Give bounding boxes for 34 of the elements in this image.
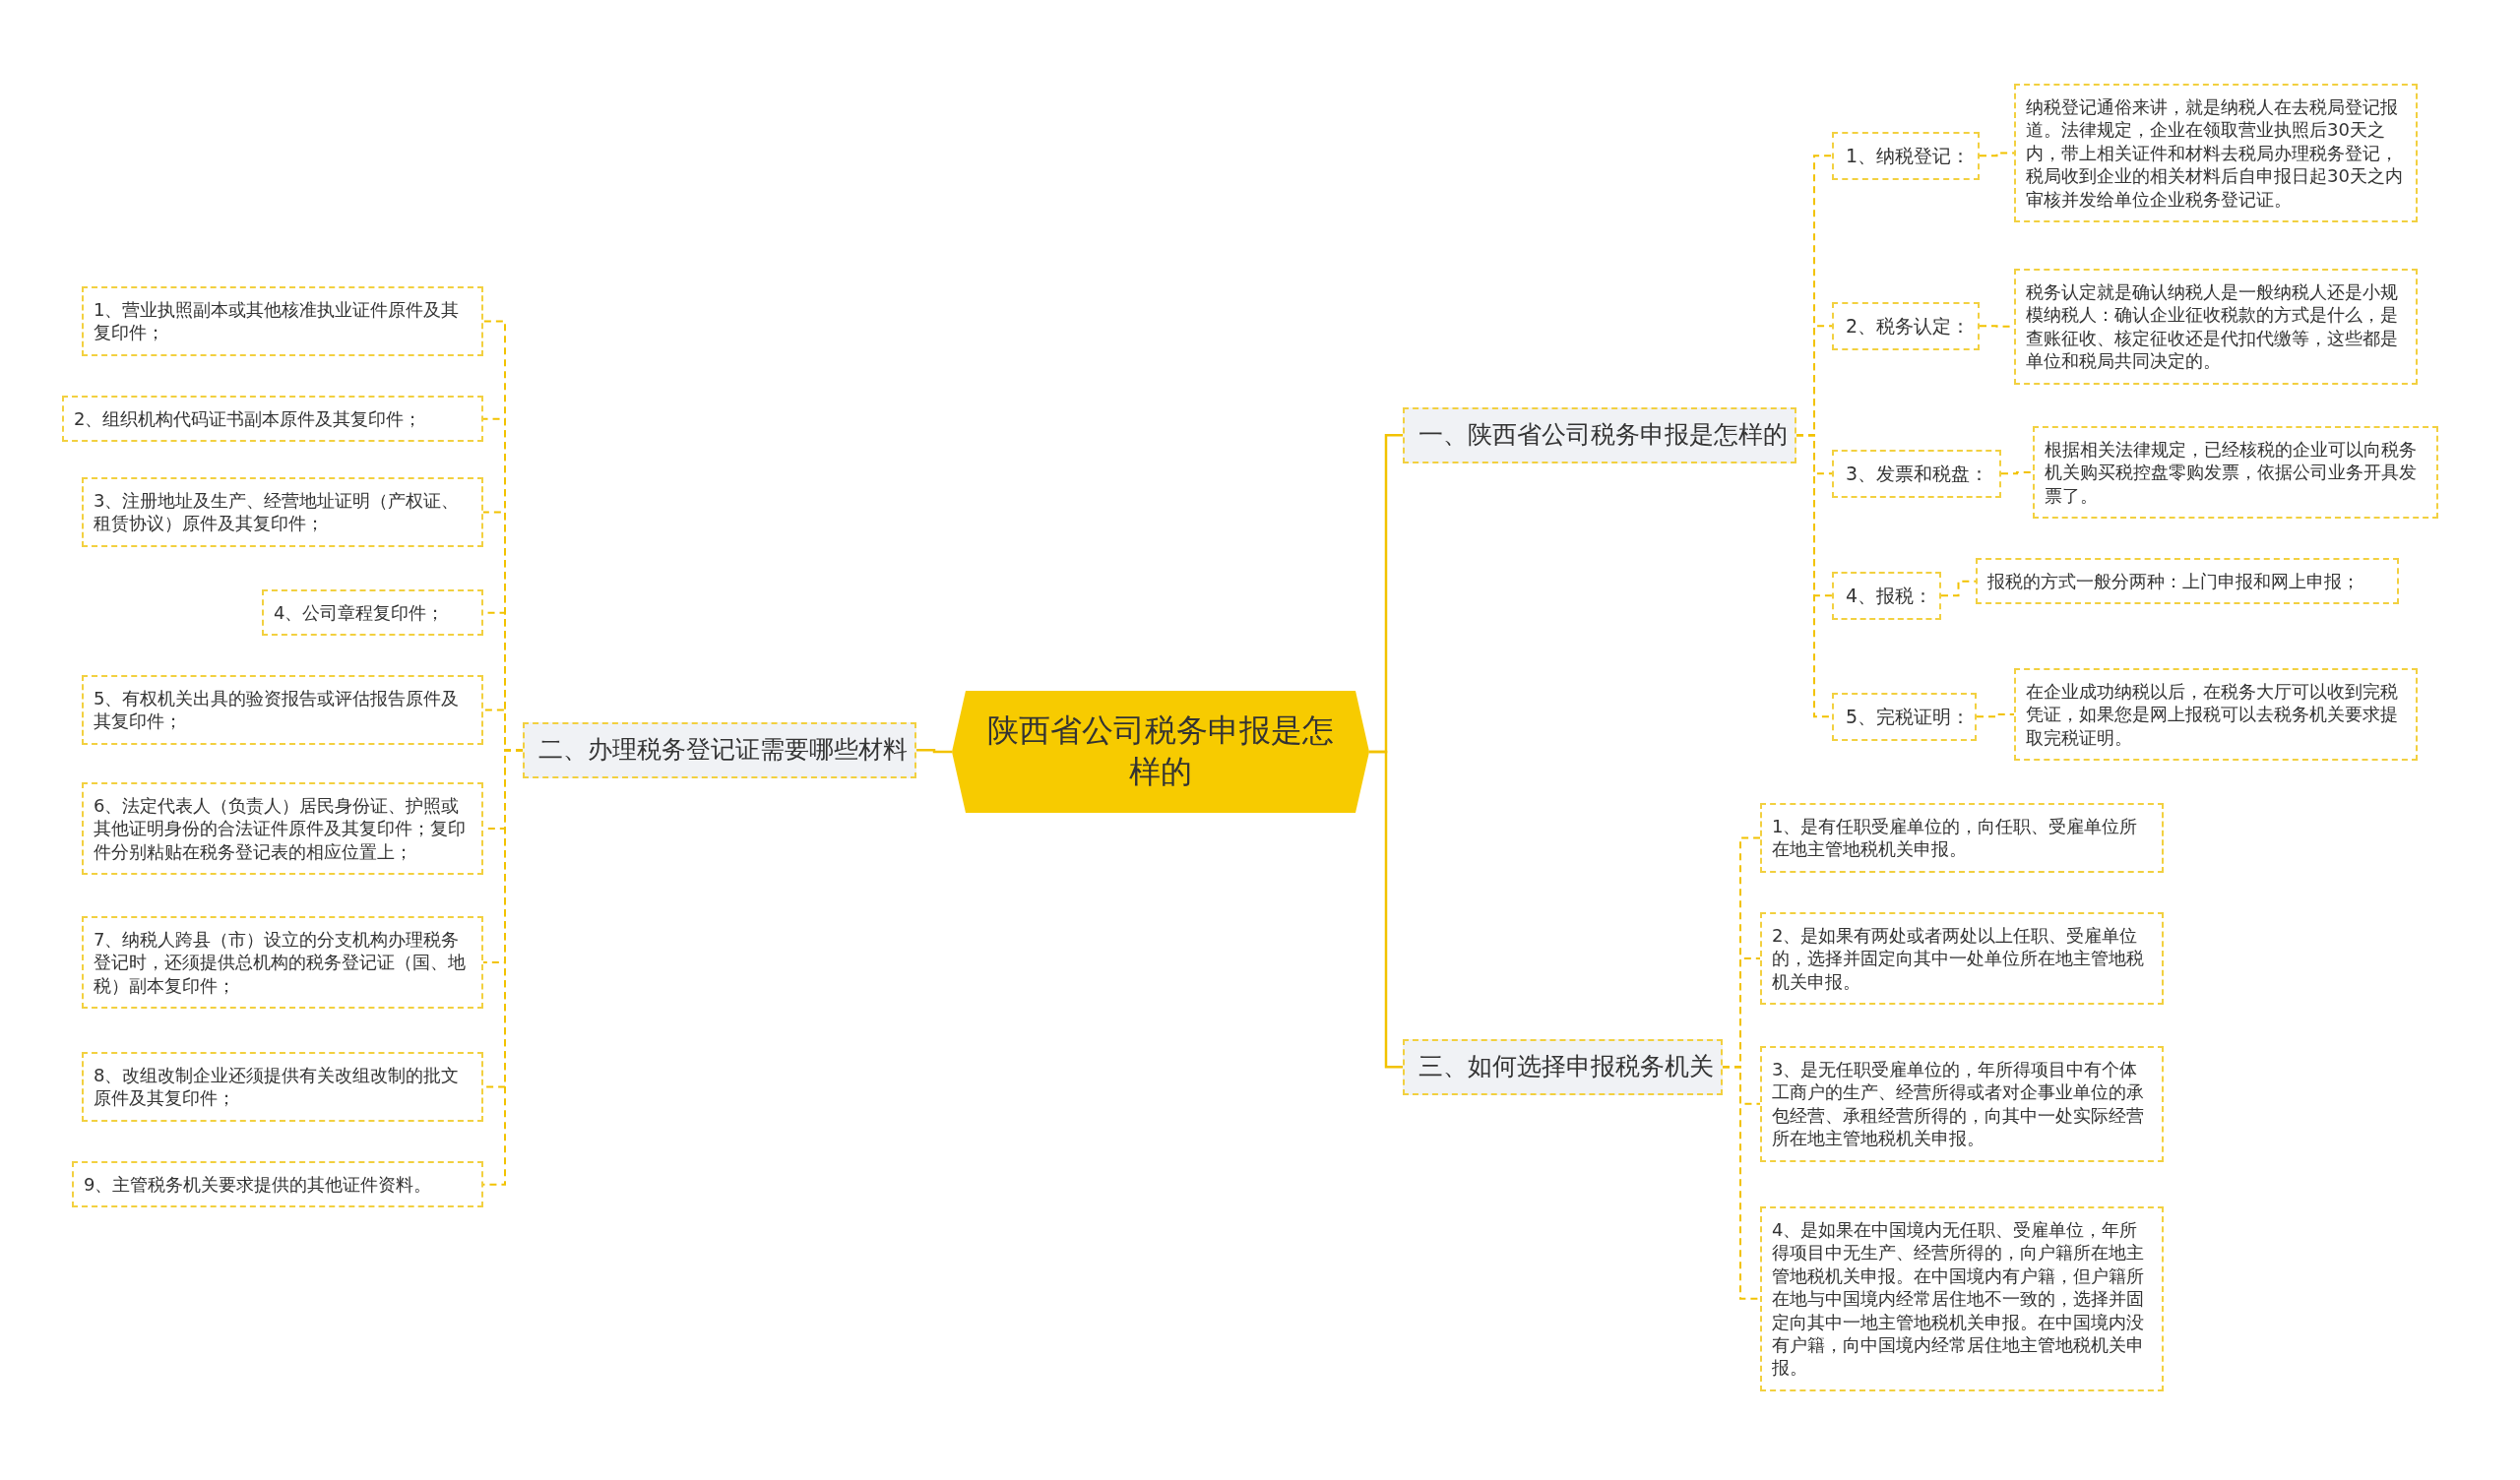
branch-box: 二、办理税务登记证需要哪些材料: [523, 722, 916, 778]
connector-line: [916, 749, 952, 754]
text-box: 7、纳税人跨县（市）设立的分支机构办理税务登记时，还须提供总机构的税务登记证（国、地税）副本复印件；: [82, 916, 483, 1010]
text-box: 3、是无任职受雇单位的，年所得项目中有个体工商户的生产、经营所得或者对企事业单位的承包经营、承租经营所得的，向其中一处实际经营所在地主管地税机关申报。: [1760, 1046, 2164, 1162]
text-box: 9、主管税务机关要求提供的其他证件资料。: [72, 1161, 483, 1208]
text-box: 根据相关法律规定，已经核税的企业可以向税务机关购买税控盘零购发票，依据公司业务开具发票了。: [2033, 426, 2438, 520]
text-box: 1、是有任职受雇单位的，向任职、受雇单位所在地主管地税机关申报。: [1760, 803, 2164, 873]
text-box: 2、是如果有两处或者两处以上任职、受雇单位的，选择并固定向其中一处单位所在地主管地税机关申报。: [1760, 912, 2164, 1006]
label-box: 1、纳税登记：: [1832, 132, 1980, 180]
text-box: 6、法定代表人（负责人）居民身份证、护照或其他证明身份的合法证件原件及其复印件；复印件分别粘贴在税务登记表的相应位置上；: [82, 782, 483, 876]
label-box: 5、完税证明：: [1832, 693, 1977, 741]
text-box: 1、营业执照副本或其他核准执业证件原件及其复印件；: [82, 286, 483, 356]
text-box: 2、组织机构代码证书副本原件及其复印件；: [62, 396, 483, 443]
connector-line: [482, 749, 524, 1186]
label-box: 4、报税：: [1832, 572, 1941, 620]
connector-line: [1976, 713, 2015, 718]
branch-box: 三、如何选择申报税务机关: [1403, 1039, 1723, 1095]
label-box: 2、税务认定：: [1832, 302, 1980, 350]
text-box: 报税的方式一般分两种：上门申报和网上申报；: [1976, 558, 2399, 605]
text-box: 在企业成功纳税以后，在税务大厅可以收到完税凭证，如果您是网上报税可以去税务机关要求提取完税证明。: [2014, 668, 2418, 762]
connector-line: [1369, 750, 1403, 1069]
text-box: 3、注册地址及生产、经营地址证明（产权证、租赁协议）原件及其复印件；: [82, 477, 483, 547]
connector-line: [1940, 580, 1977, 597]
topic-hexagon: 陕西省公司税务申报是怎样的: [952, 691, 1369, 813]
text-box: 4、公司章程复印件；: [262, 589, 483, 637]
text-box: 税务认定就是确认纳税人是一般纳税人还是小规模纳税人：确认企业征收税款的方式是什么，是查账征收、核定征收还是代扣代缴等，这些都是单位和税局共同决定的。: [2014, 269, 2418, 385]
connector-line: [1979, 152, 2015, 157]
label-box: 3、发票和税盘：: [1832, 450, 2001, 498]
text-box: 5、有权机关出具的验资报告或评估报告原件及其复印件；: [82, 675, 483, 745]
text-box: 纳税登记通俗来讲，就是纳税人在去税局登记报道。法律规定，企业在领取营业执照后30天之内，带上相关证件和材料去税局办理税务登记，税局收到企业的相关材料后自申报日起30天之内审核并发给单位企业税务登记证。: [2014, 84, 2418, 222]
branch-box: 一、陕西省公司税务申报是怎样的: [1403, 407, 1796, 463]
text-box: 8、改组改制企业还须提供有关改组改制的批文原件及其复印件；: [82, 1052, 483, 1122]
text-box: 4、是如果在中国境内无任职、受雇单位，年所得项目中无生产、经营所得的，向户籍所在地主管地税机关申报。在中国境内有户籍，但户籍所在地与中国境内经常居住地不一致的，选择并固定向其中一地主管地税机关申报。在中国境内没有户籍，向中国境内经常居住地主管地税机关申报。: [1760, 1206, 2164, 1391]
connector-line: [2000, 471, 2034, 475]
